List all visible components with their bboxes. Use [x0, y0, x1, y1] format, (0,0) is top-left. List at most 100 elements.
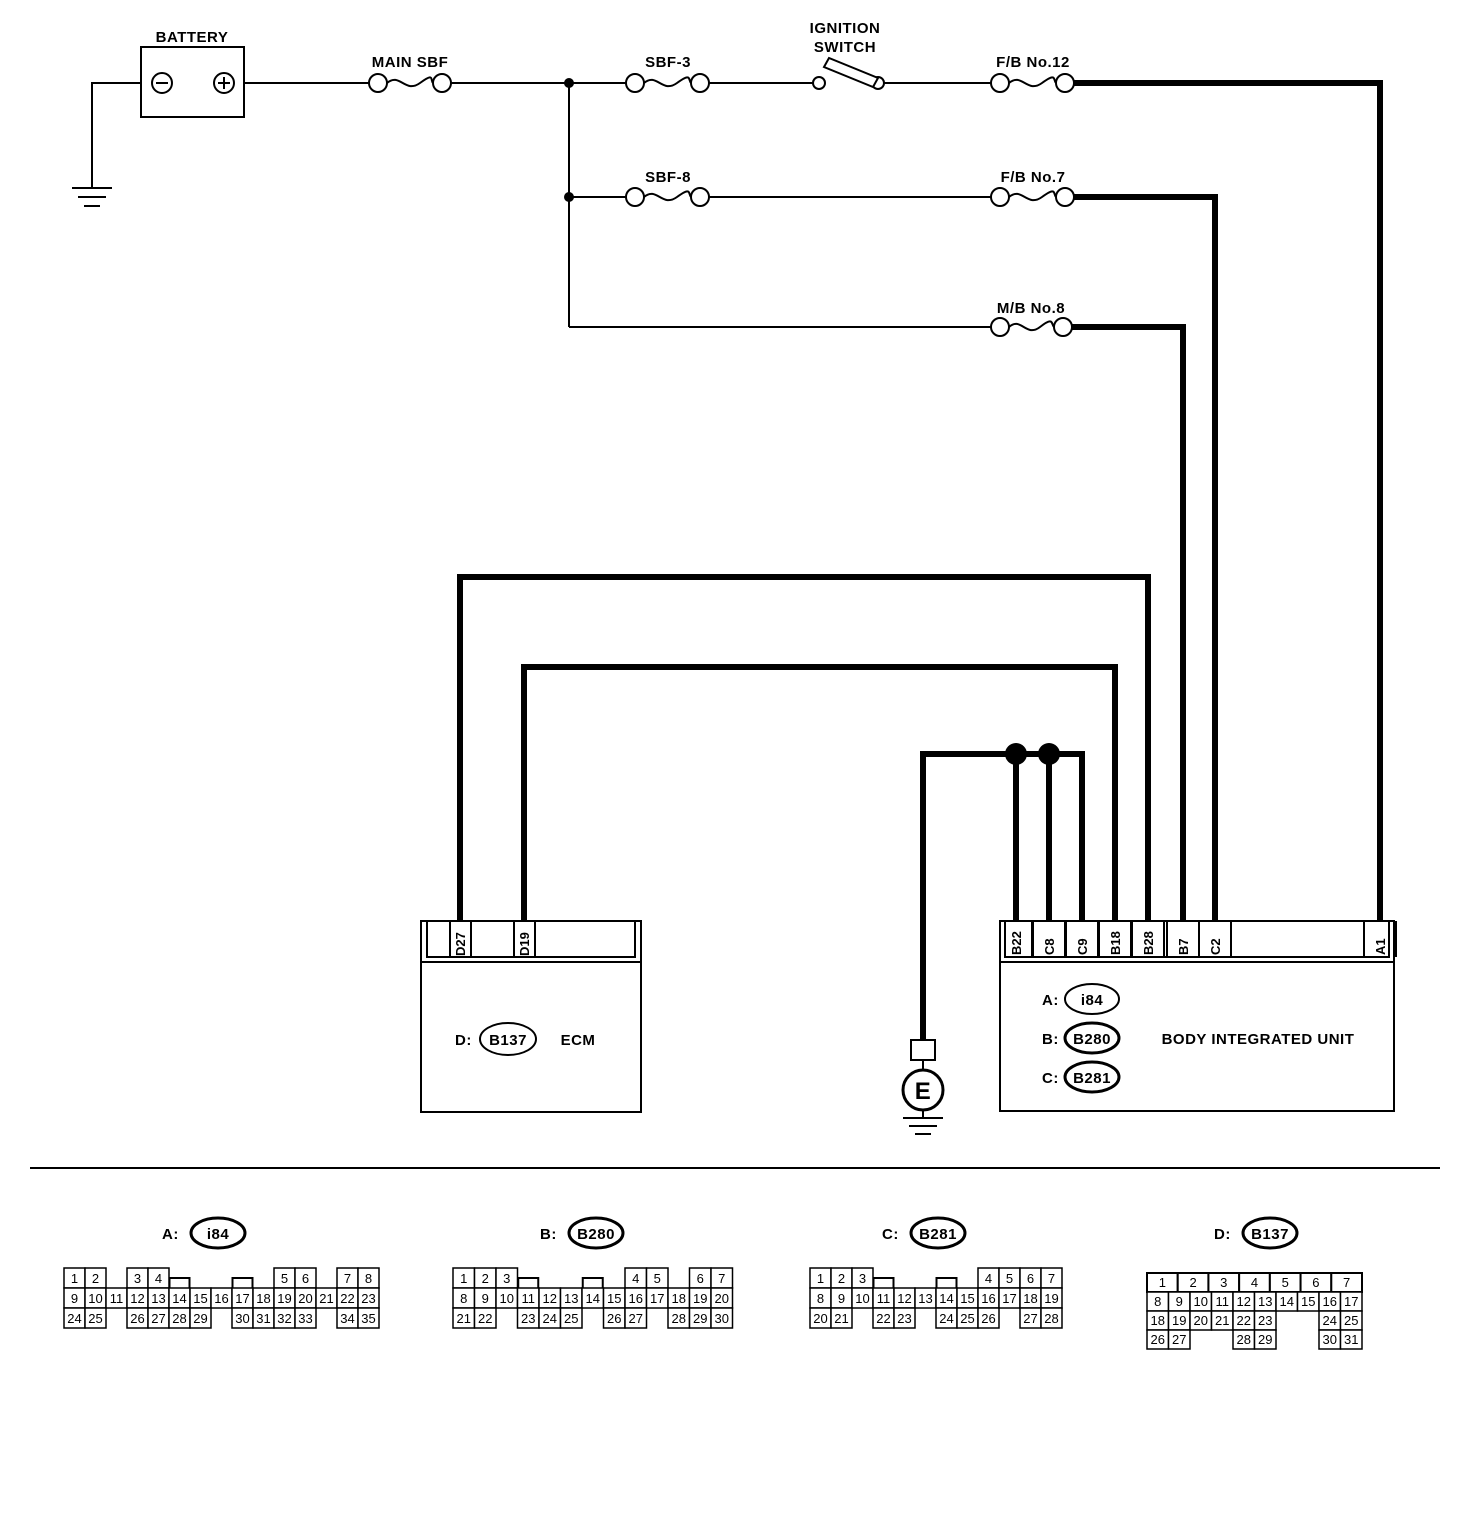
connector-view-prefix: C:: [882, 1226, 899, 1243]
connector-pin-cell: 25: [960, 1311, 974, 1326]
connector-pin-cell: 20: [715, 1291, 729, 1306]
connector-pin-cell: 11: [522, 1291, 536, 1306]
battery: BATTERY: [140, 29, 245, 118]
connector-pin-cell: 30: [235, 1311, 249, 1326]
connector-pin-cell: 5: [1282, 1275, 1289, 1290]
connector-pin-cell: 3: [859, 1271, 866, 1286]
connector-pin-cell: 20: [813, 1311, 827, 1326]
biu-pin-c9: C9: [1075, 938, 1090, 955]
connector-pin-cell: 9: [482, 1291, 489, 1306]
connector-pin-cell: 17: [650, 1291, 664, 1306]
harness-wires: [457, 80, 1383, 1040]
connector-pin-cell: 21: [457, 1311, 471, 1326]
connector-pin-cell: 13: [918, 1291, 932, 1306]
connector-pin-cell: 18: [1151, 1313, 1165, 1328]
connector-pin-cell: 27: [1172, 1332, 1186, 1347]
connector-pin-cell: 12: [130, 1291, 144, 1306]
connector-pin-cell: 35: [361, 1311, 375, 1326]
sbf-3-fuse: SBF-3: [625, 54, 710, 93]
connector-pin-cell: 6: [302, 1271, 309, 1286]
connector-pin-cell: 28: [1044, 1311, 1058, 1326]
connector-pin-cell: 24: [939, 1311, 953, 1326]
connector-view-code: B280: [577, 1226, 615, 1243]
connector-pin-cell: 6: [697, 1271, 704, 1286]
connector-pin-cell: 8: [1154, 1294, 1161, 1309]
biu-pin-c2: C2: [1208, 938, 1223, 955]
ecm-connector-prefix: D:: [455, 1032, 472, 1049]
connector-pin-cell: 9: [838, 1291, 845, 1306]
connector-pin-cell: 6: [1312, 1275, 1319, 1290]
connector-pin-cell: 8: [817, 1291, 824, 1306]
biu-connector-a: A: i84: [1042, 983, 1120, 1015]
connector-pin-cell: 22: [1237, 1313, 1251, 1328]
connector-pin-cell: 17: [1344, 1294, 1358, 1309]
connector-pin-cell: 4: [1251, 1275, 1258, 1290]
connector-pin-cell: 23: [1258, 1313, 1272, 1328]
connector-pin-cell: 7: [344, 1271, 351, 1286]
biu-pin-c8: C8: [1042, 938, 1057, 955]
connector-pin-cell: 4: [632, 1271, 639, 1286]
connector-pin-cell: 28: [1237, 1332, 1251, 1347]
biu-pin-b28: B28: [1141, 931, 1156, 955]
fb-no7-label: F/B No.7: [1001, 169, 1066, 186]
connector-pin-cell: 1: [460, 1271, 467, 1286]
connector-pin-cell: 14: [172, 1291, 186, 1306]
sbf-8-fuse: SBF-8: [625, 169, 710, 207]
connector-pin-cell: 4: [155, 1271, 162, 1286]
connector-pin-cell: 15: [193, 1291, 207, 1306]
biu-pin-b7: B7: [1176, 938, 1191, 955]
connector-pin-cell: 14: [939, 1291, 953, 1306]
connector-pin-cell: 19: [1044, 1291, 1058, 1306]
connector-pin-cell: 2: [92, 1271, 99, 1286]
biu-connector-b: B: B280: [1042, 1021, 1121, 1055]
connector-pin-cell: 19: [277, 1291, 291, 1306]
connector-pin-cell: 9: [71, 1291, 78, 1306]
connector-pin-cell: 11: [1216, 1294, 1230, 1309]
connector-pin-cell: 5: [1006, 1271, 1013, 1286]
junction-dot: [564, 78, 574, 88]
connector-pin-cell: 9: [1176, 1294, 1183, 1309]
ignition-switch-label-line2: SWITCH: [814, 39, 876, 56]
connector-pin-cell: 16: [1323, 1294, 1337, 1309]
ecm-connector-code: B137: [489, 1032, 527, 1049]
connector-pin-cell: 2: [1189, 1275, 1196, 1290]
connector-pin-cell: 27: [629, 1311, 643, 1326]
connector-pin-cell: 13: [151, 1291, 165, 1306]
connector-pin-cell: 30: [715, 1311, 729, 1326]
chassis-ground-left: [72, 82, 142, 207]
ecm-name: ECM: [561, 1032, 596, 1049]
ecm-pin-d19: D19: [517, 932, 532, 956]
connector-pin-cell: 22: [478, 1311, 492, 1326]
connector-pin-cell: 3: [1220, 1275, 1227, 1290]
connector-pin-cell: 7: [718, 1271, 725, 1286]
connector-pin-cell: 24: [1323, 1313, 1337, 1328]
connector-pin-cell: 26: [1151, 1332, 1165, 1347]
svg-text:C:: C:: [1042, 1070, 1059, 1087]
connector-pin-cell: 14: [1280, 1294, 1294, 1309]
svg-text:i84: i84: [1081, 992, 1104, 1009]
fb-no12-fuse: F/B No.12: [990, 54, 1075, 93]
biu-pin-b18: B18: [1108, 931, 1123, 955]
connector-pin-cell: 30: [1323, 1332, 1337, 1347]
connector-pin-cell: 21: [319, 1291, 333, 1306]
connector-pin-cell: 12: [897, 1291, 911, 1306]
connector-pin-cell: 16: [981, 1291, 995, 1306]
connector-pin-cell: 25: [88, 1311, 102, 1326]
svg-text:B:: B:: [1042, 1031, 1059, 1048]
biu-name: BODY INTEGRATED UNIT: [1162, 1031, 1355, 1048]
connector-pin-cell: 12: [543, 1291, 557, 1306]
connector-pin-cell: 22: [340, 1291, 354, 1306]
connector-pin-cell: 18: [256, 1291, 270, 1306]
connector-pin-cell: 32: [277, 1311, 291, 1326]
connector-pin-cell: 23: [897, 1311, 911, 1326]
svg-text:A:: A:: [1042, 992, 1059, 1009]
mb-no8-fuse: M/B No.8: [990, 300, 1073, 337]
connector-pin-cell: 2: [482, 1271, 489, 1286]
mb-no8-label: M/B No.8: [997, 300, 1065, 317]
connector-pin-cell: 15: [960, 1291, 974, 1306]
ground-e: E: [901, 1039, 945, 1135]
